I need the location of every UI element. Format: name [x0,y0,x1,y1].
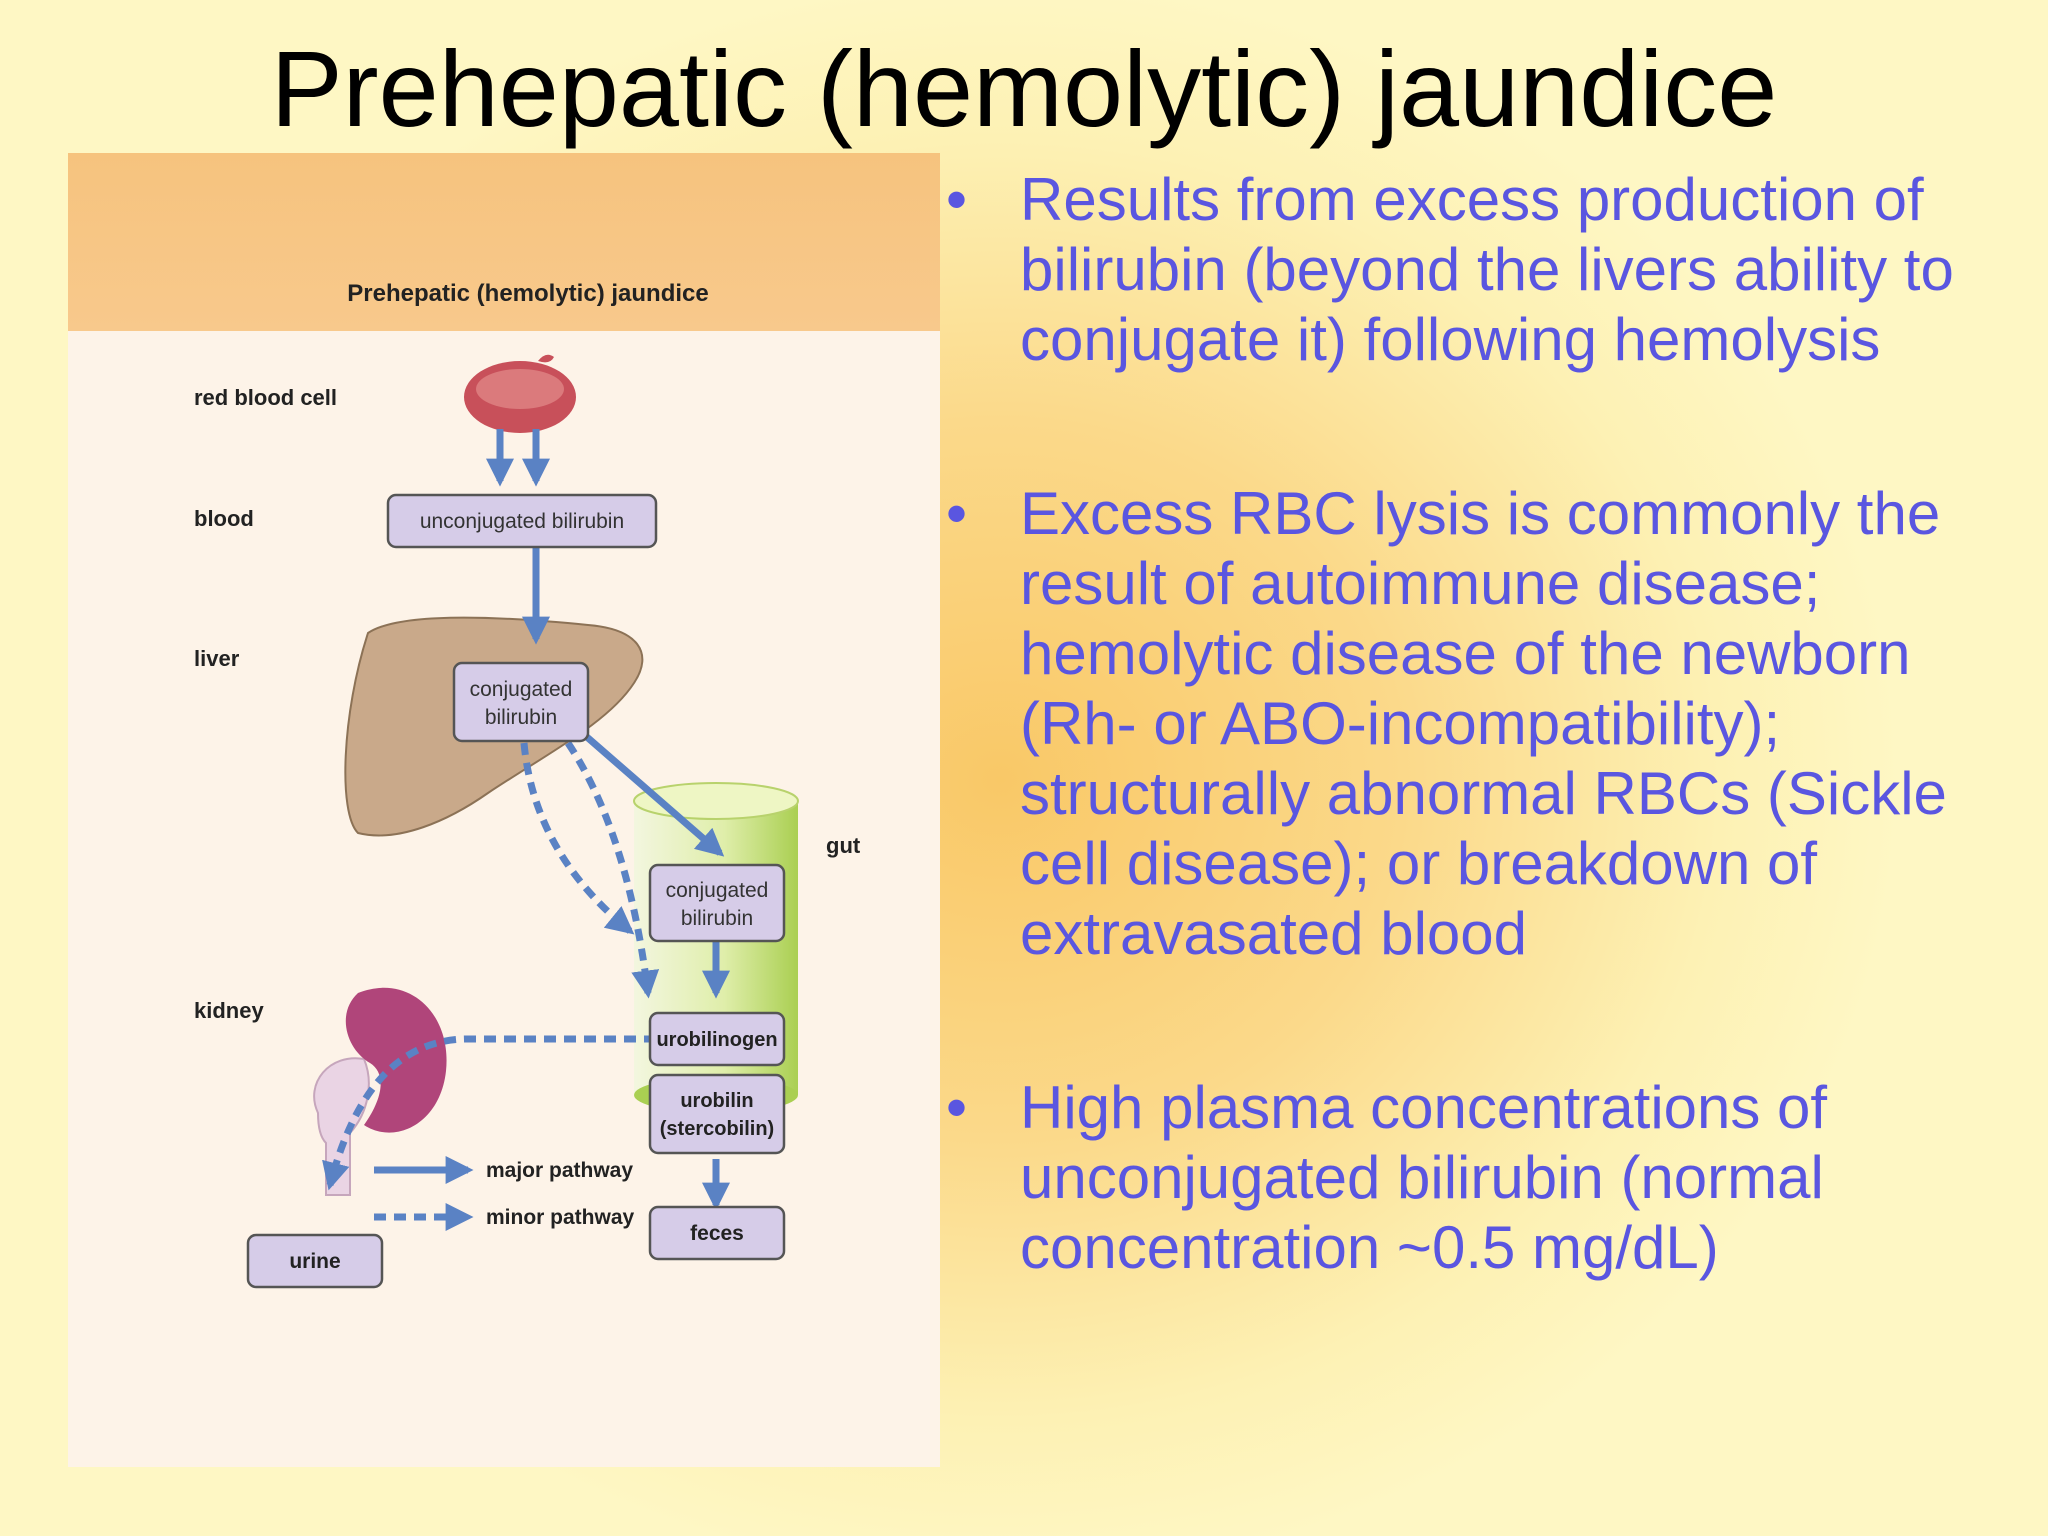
label-blood: blood [194,506,254,531]
label-red-blood-cell: red blood cell [194,385,337,410]
svg-text:conjugated: conjugated [666,879,769,902]
legend: major pathway minor pathway [374,1156,635,1231]
red-blood-cell-icon [464,354,576,433]
box-conjugated-bilirubin-liver: conjugated bilirubin [452,661,590,743]
diagram-header [68,153,940,331]
bullet-item: Results from excess production of biliru… [940,165,2030,375]
svg-text:feces: feces [690,1222,744,1245]
box-conjugated-bilirubin-gut: conjugated bilirubin [648,863,786,943]
box-urine: urine [246,1233,384,1289]
label-liver: liver [194,646,240,671]
box-urobilinogen: urobilinogen [648,1011,786,1067]
svg-text:bilirubin: bilirubin [681,907,753,930]
minor-pathway-arrows [322,741,660,1191]
bilirubin-pathway-diagram: Prehepatic (hemolytic) jaundice red bloo… [194,280,861,1289]
bullet-list: Results from excess production of biliru… [940,165,2030,1283]
svg-text:(stercobilin): (stercobilin) [660,1118,774,1140]
svg-text:urine: urine [289,1250,340,1273]
legend-minor-pathway: minor pathway [486,1206,635,1229]
svg-text:bilirubin: bilirubin [485,706,557,729]
legend-major-pathway: major pathway [486,1159,633,1182]
box-unconjugated-bilirubin: unconjugated bilirubin [386,493,658,549]
svg-text:conjugated: conjugated [470,678,573,701]
bullet-item: Excess RBC lysis is commonly the result … [940,479,2030,969]
diagram-title: Prehepatic (hemolytic) jaundice [347,280,708,307]
label-kidney: kidney [194,998,264,1023]
major-pathway-arrows [486,429,730,1211]
svg-text:unconjugated bilirubin: unconjugated bilirubin [420,510,624,533]
bullet-item: High plasma concentrations of unconjugat… [940,1073,2030,1283]
box-feces: feces [648,1205,786,1261]
svg-text:urobilinogen: urobilinogen [656,1029,777,1051]
label-gut: gut [826,833,861,858]
diagram-panel: Prehepatic (hemolytic) jaundice red bloo… [68,153,940,1467]
slide-title: Prehepatic (hemolytic) jaundice [270,28,1778,149]
svg-text:urobilin: urobilin [680,1090,753,1112]
box-urobilin: urobilin (stercobilin) [648,1073,786,1155]
